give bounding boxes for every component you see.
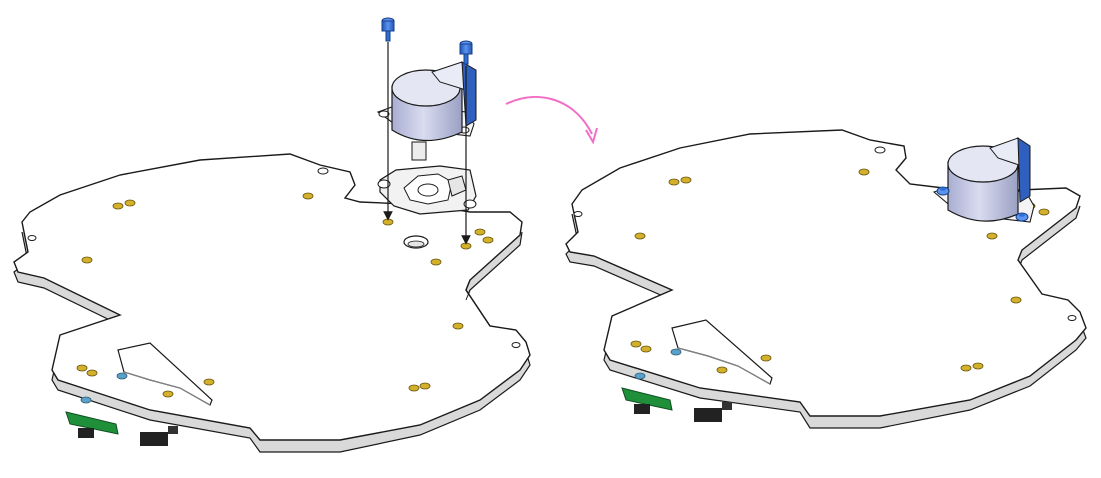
right-gold-holes bbox=[630, 168, 1050, 374]
left-pcb bbox=[65, 411, 178, 446]
left-assembly bbox=[13, 17, 531, 453]
servo-bracket bbox=[377, 165, 477, 215]
screw-icon bbox=[1015, 212, 1029, 222]
screw-icon bbox=[381, 17, 395, 42]
right-assembly bbox=[565, 129, 1087, 429]
screw-icon bbox=[459, 40, 473, 65]
servo-motor-exploded bbox=[376, 61, 477, 161]
servo-motor-icon bbox=[932, 137, 1035, 223]
curved-arrow-icon bbox=[505, 96, 593, 135]
left-gold-holes bbox=[76, 192, 494, 398]
screw-icon bbox=[936, 186, 950, 196]
right-pcb bbox=[621, 387, 732, 422]
